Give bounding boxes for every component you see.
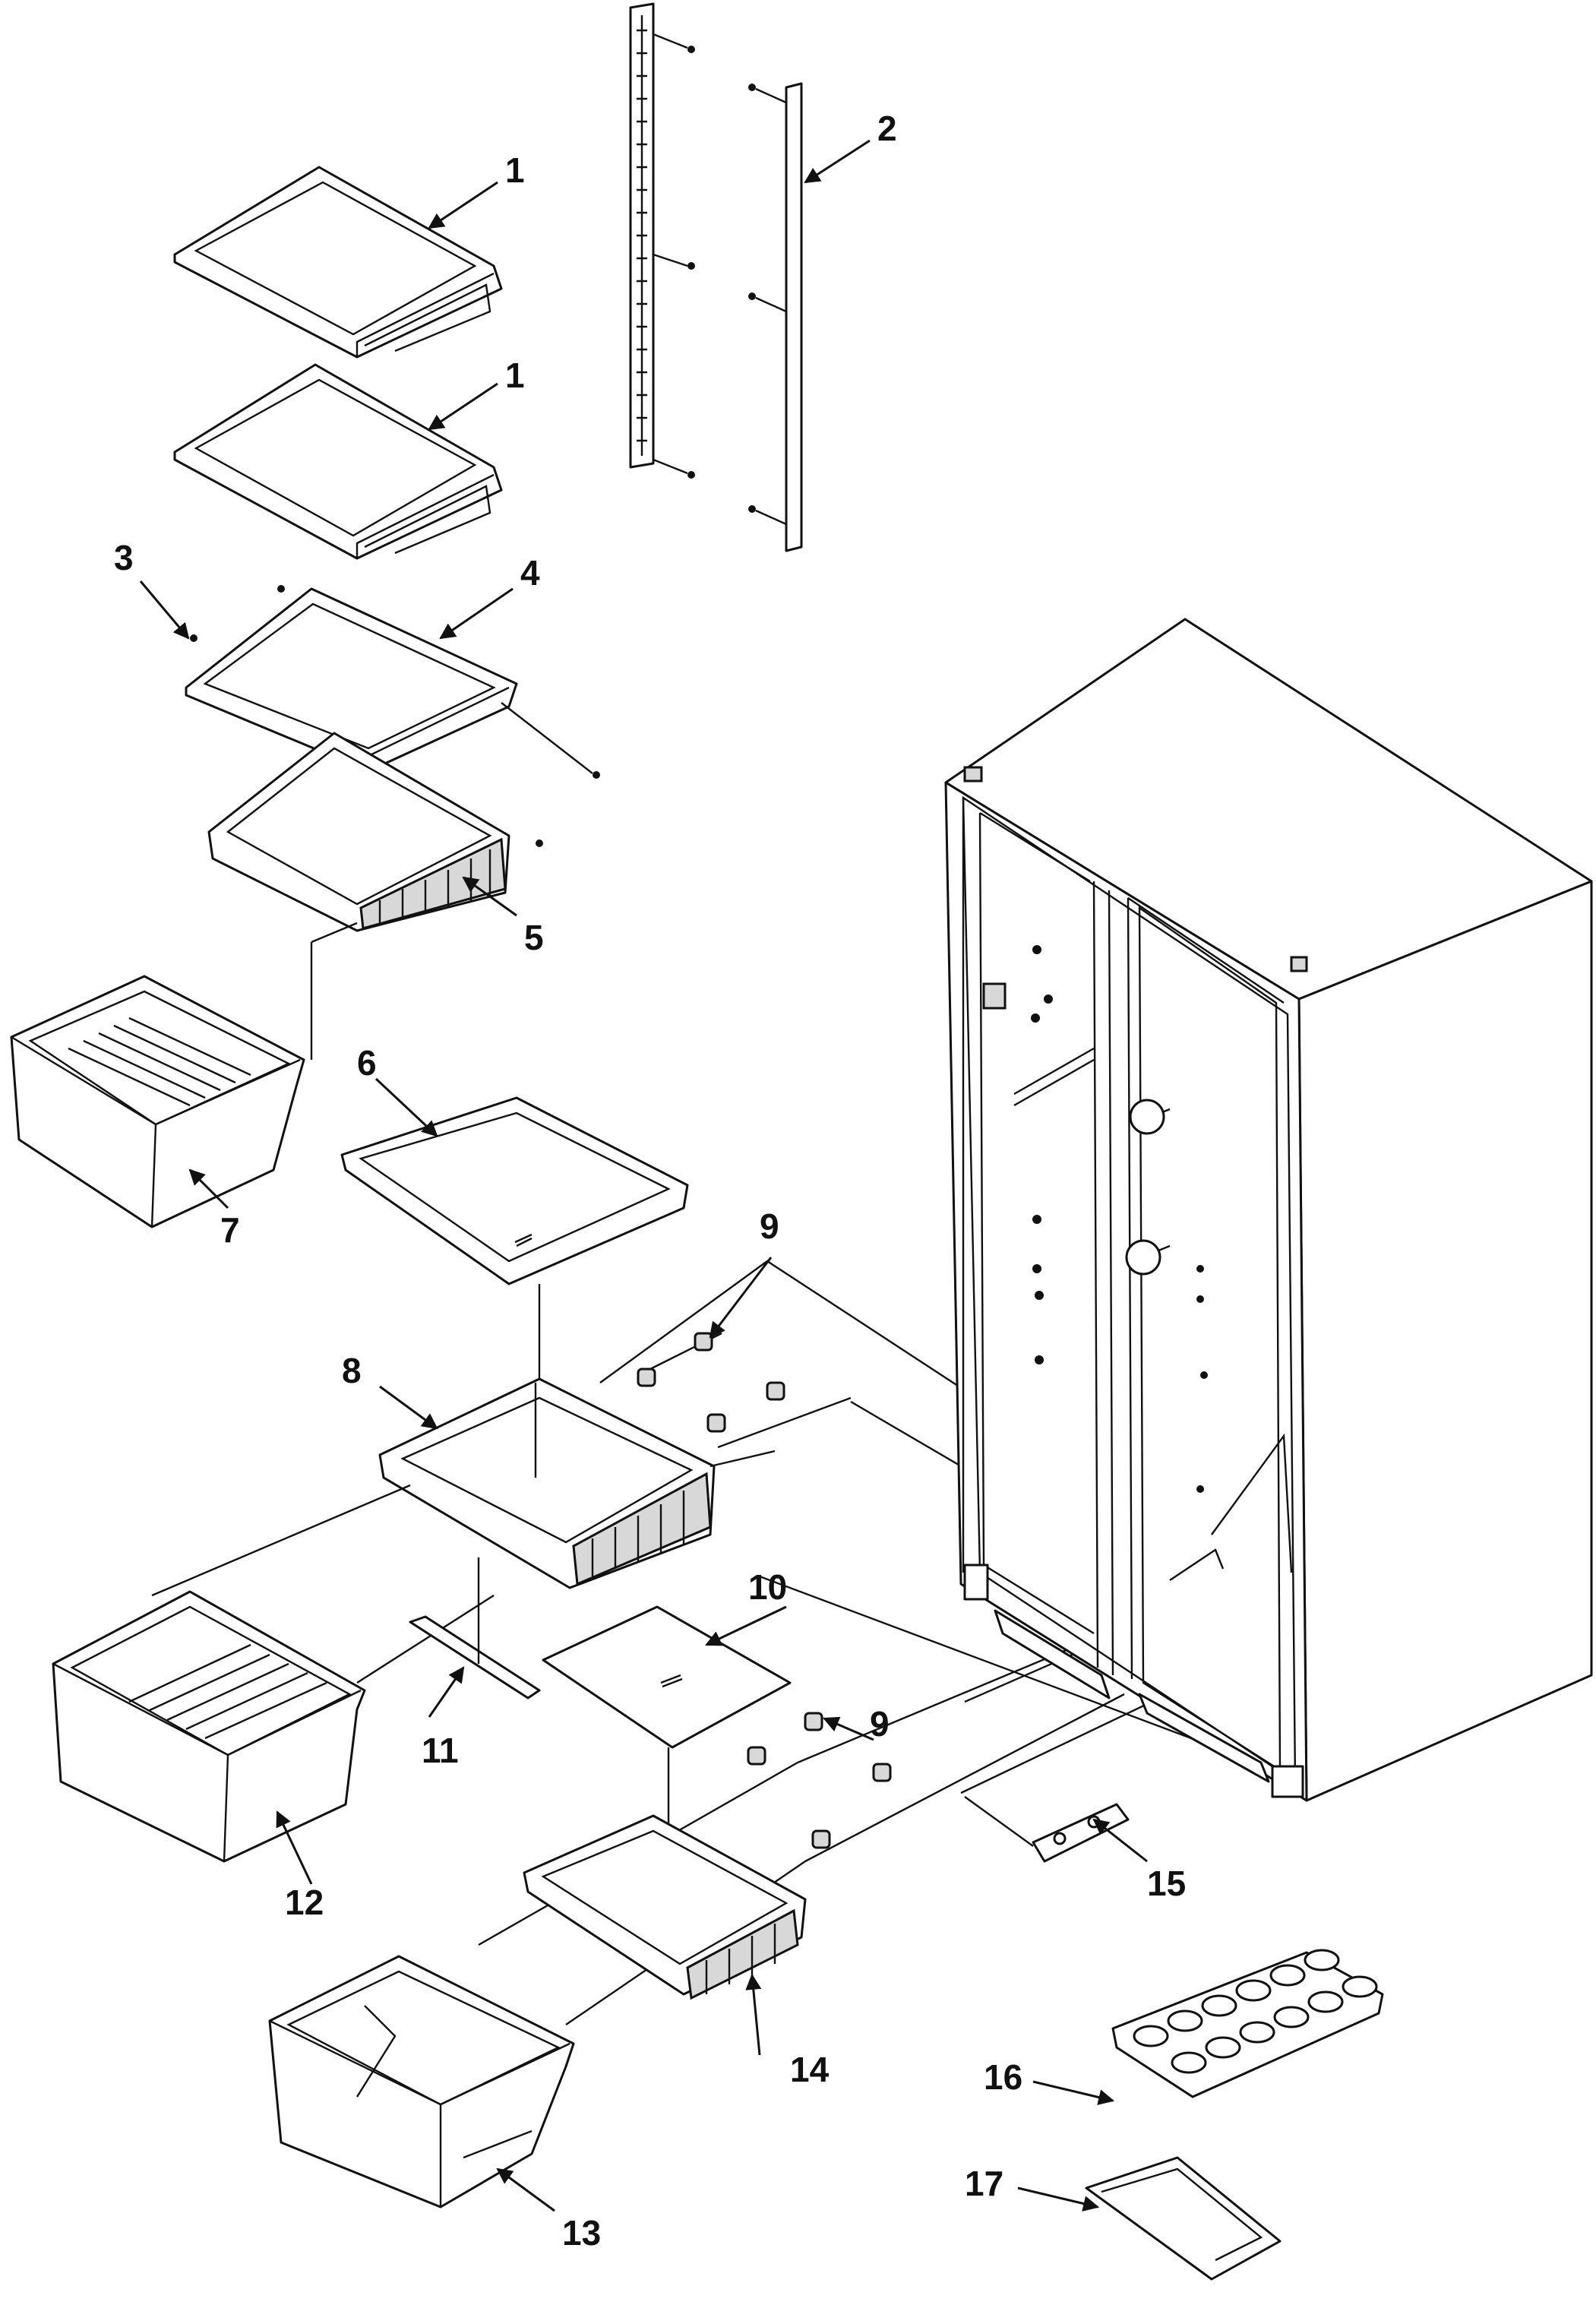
butter-tray-part-17 [1085,2156,1282,2281]
glass-shelf-part-6 [340,1096,689,1421]
callout-5: 5 [524,918,544,957]
callout-15: 15 [1147,1864,1186,1903]
callout-4: 4 [520,553,540,593]
callout-16: 16 [984,2057,1022,2097]
clip-part-9-lower [747,1712,892,1849]
shelf-frame-part-4 [185,585,600,779]
callout-9-lower: 9 [870,1704,890,1744]
callout-9-upper: 9 [760,1206,779,1246]
callout-14: 14 [790,2050,830,2089]
callout-8: 8 [342,1351,362,1390]
clip-part-9-upper [637,1332,785,1433]
callout-1-lower: 1 [505,356,525,395]
egg-cups [1133,1949,1378,2074]
crisper-drawer-part-7 [10,922,358,1228]
egg-tray-part-16 [1111,1949,1384,2098]
callout-11: 11 [422,1731,459,1770]
glass-panel-part-10 [542,1605,792,1892]
callout-leaders [139,139,1148,2212]
crisper-drawer-part-12 [52,1590,366,1863]
callout-7: 7 [220,1210,240,1250]
crisper-cover-part-14 [523,1814,807,2000]
callout-6: 6 [357,1043,377,1083]
shelf-rail-left [629,2,695,479]
callout-17: 17 [965,2164,1003,2203]
crisper-drawer-part-13 [268,1955,575,2209]
shelf-part-1-upper [173,166,503,359]
bracket-part-15 [964,1796,1130,1863]
callout-3: 3 [114,538,134,577]
refrigerator-cabinet [944,618,1593,1802]
shelf-rail-part-2 [748,82,803,552]
callout-13: 13 [562,2213,601,2253]
crisper-cover-part-8 [378,1377,716,1589]
callout-1-upper: 1 [505,150,525,190]
callout-12: 12 [285,1883,324,1922]
callout-10: 10 [748,1567,787,1607]
crisper-cover-part-5 [207,732,543,932]
rod-part-11 [409,1557,541,1700]
callout-2: 2 [877,109,897,148]
shelf-part-1-lower [173,363,503,560]
